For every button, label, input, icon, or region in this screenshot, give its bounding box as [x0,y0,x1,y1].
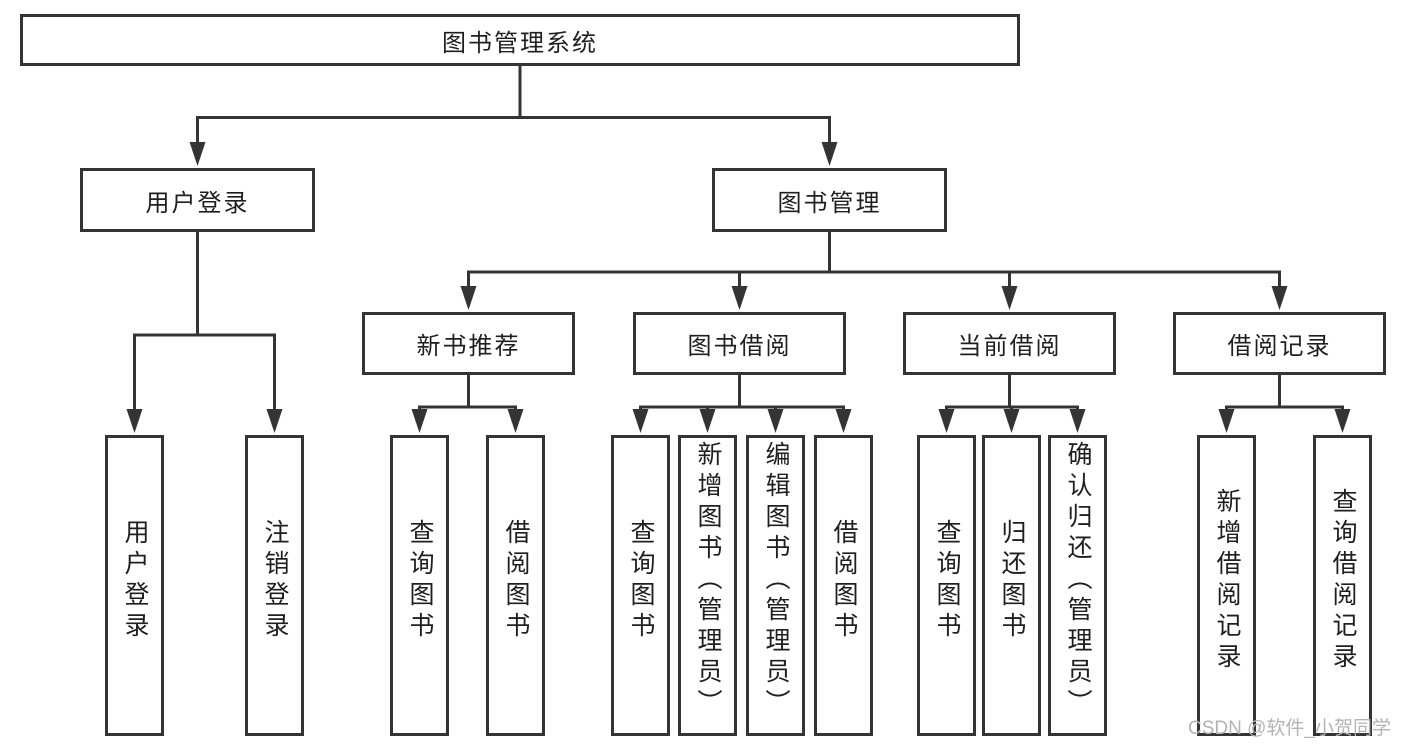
leaf-add-borrow-record-label: 新增借阅记录 [1213,487,1241,674]
leaf-user-login-label: 用户登录 [121,518,149,643]
arrow-down-icon [767,409,784,433]
leaf-logout: 注销登录 [245,435,304,736]
node-book-borrowing-label: 图书借阅 [687,333,792,360]
arrow-down-icon [1003,409,1020,433]
arrow-down-icon [1001,286,1018,310]
arrow-down-icon [821,142,838,166]
arrow-down-icon [835,409,852,433]
leaf-return-books: 归还图书 [982,435,1041,736]
arrow-down-icon [126,409,143,433]
node-new-book-recommendation-label: 新书推荐 [416,333,521,360]
leaf-query-books-borrowing-label: 查询图书 [627,518,655,643]
node-user-login: 用户登录 [80,168,315,232]
arrow-down-icon [1271,286,1288,310]
connector-new-book-recommendation [418,373,517,413]
leaf-query-books-borrowing: 查询图书 [611,435,670,736]
connector-book-borrowing [639,373,845,413]
leaf-add-borrow-record: 新增借阅记录 [1197,435,1256,736]
leaf-borrow-books-recommend: 借阅图书 [486,435,545,736]
node-current-borrowing: 当前借阅 [903,312,1116,375]
csdn-watermark: CSDN @软件_小贺同学 [1188,718,1391,739]
arrow-down-icon [460,286,477,310]
arrow-down-icon [699,409,716,433]
leaf-query-books-recommend-label: 查询图书 [406,518,434,643]
node-root: 图书管理系统 [20,14,1020,66]
connector-borrowing-records [1225,373,1344,413]
arrow-down-icon [1069,409,1086,433]
arrow-down-icon [189,142,206,166]
connector-lines [133,64,1344,413]
leaf-add-books-admin: 新增图书（管理员） [678,435,737,736]
arrow-down-icon [938,409,955,433]
leaf-add-books-admin-label: 新增图书（管理员） [694,441,722,720]
leaf-logout-label: 注销登录 [261,518,289,643]
leaf-query-books-current: 查询图书 [917,435,976,736]
leaf-query-books-recommend: 查询图书 [390,435,449,736]
leaf-edit-books-admin-label: 编辑图书（管理员） [762,441,790,720]
leaf-borrow-books-recommend-label: 借阅图书 [502,518,530,643]
arrow-down-icon [411,409,428,433]
leaf-query-borrow-record-label: 查询借阅记录 [1329,487,1357,674]
arrow-down-icon [731,286,748,310]
leaf-confirm-return-admin: 确认归还（管理员） [1048,435,1107,736]
leaf-confirm-return-admin-label: 确认归还（管理员） [1064,441,1092,720]
arrow-down-icon [632,409,649,433]
node-new-book-recommendation: 新书推荐 [362,312,575,375]
arrow-down-icon [266,409,283,433]
leaf-query-books-current-label: 查询图书 [933,518,961,643]
leaf-borrow-books-borrowing-label: 借阅图书 [830,518,858,643]
leaf-query-borrow-record: 查询借阅记录 [1313,435,1372,736]
node-book-management-label: 图书管理 [777,189,882,217]
node-borrowing-records: 借阅记录 [1173,312,1386,375]
arrow-down-icon [1218,409,1235,433]
node-user-login-label: 用户登录 [145,189,250,217]
leaf-return-books-label: 归还图书 [998,518,1026,643]
node-current-borrowing-label: 当前借阅 [957,333,1062,360]
arrow-down-icon [507,409,524,433]
node-root-label: 图书管理系统 [442,29,598,57]
arrowheads [126,142,1351,433]
node-book-management: 图书管理 [712,168,947,232]
arrow-down-icon [1334,409,1351,433]
connector-user-login [133,230,276,413]
connector-book-management [467,230,1281,290]
node-book-borrowing: 图书借阅 [633,312,846,375]
leaf-borrow-books-borrowing: 借阅图书 [814,435,873,736]
leaf-edit-books-admin: 编辑图书（管理员） [746,435,805,736]
node-borrowing-records-label: 借阅记录 [1227,333,1332,360]
connector-current-borrowing [945,373,1079,413]
leaf-user-login: 用户登录 [105,435,164,736]
connector-root [196,64,831,146]
